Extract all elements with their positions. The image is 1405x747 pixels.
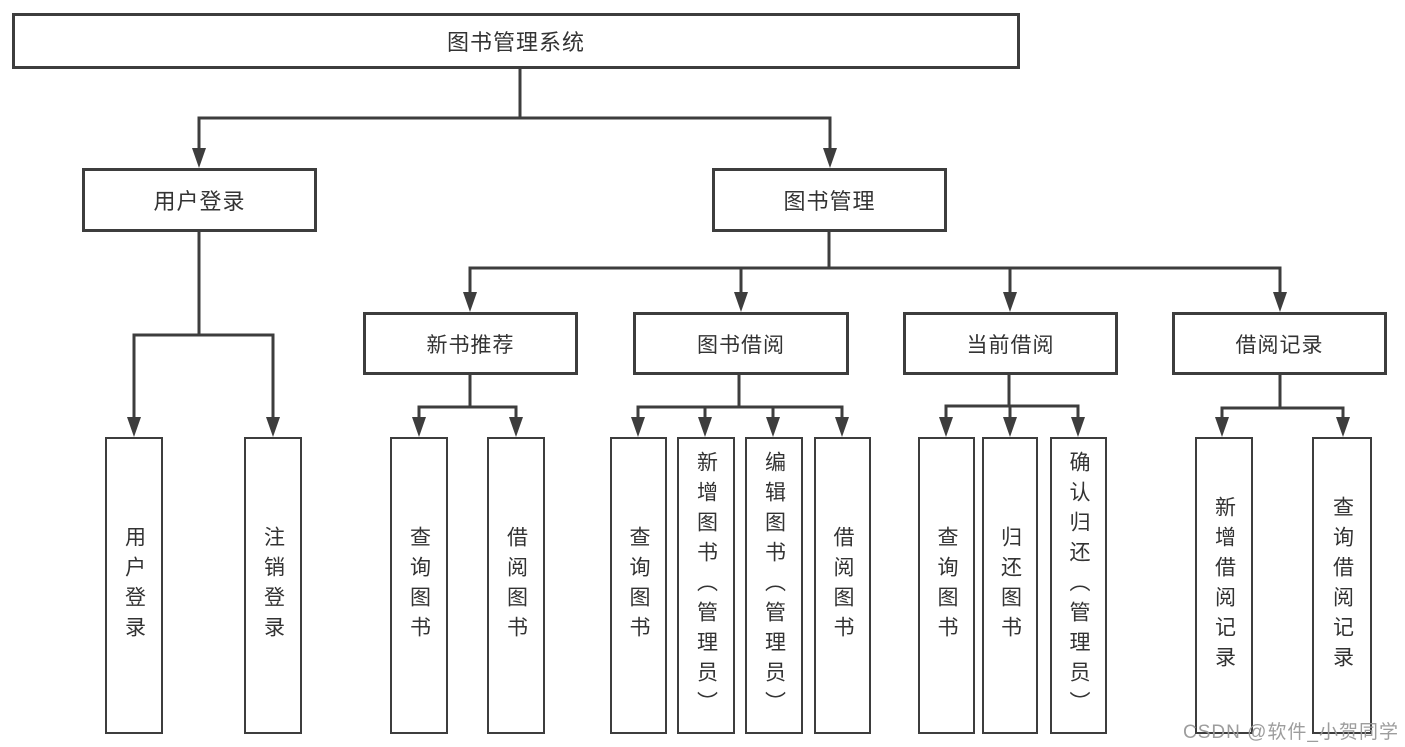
leaf-borrow-books: 借阅图书: [814, 437, 871, 734]
node-current-borrow: 当前借阅: [903, 312, 1118, 375]
leaf-label: 用户登录: [122, 525, 146, 646]
leaf-user-login: 用户登录: [105, 437, 163, 734]
leaf-borrow-books-recommend: 借阅图书: [487, 437, 545, 734]
node-new-book-recommend: 新书推荐: [363, 312, 578, 375]
leaf-label: 编辑图书（管理员）: [762, 450, 786, 721]
leaf-label: 查询图书: [407, 525, 431, 646]
node-label: 图书借阅: [697, 333, 785, 357]
node-borrow-records: 借阅记录: [1172, 312, 1387, 375]
leaf-label: 借阅图书: [504, 525, 528, 646]
leaf-confirm-return-admin: 确认归还（管理员）: [1050, 437, 1107, 734]
leaf-query-books-recommend: 查询图书: [390, 437, 448, 734]
leaf-label: 查询图书: [627, 525, 650, 646]
leaf-return-books: 归还图书: [982, 437, 1038, 734]
leaf-label: 新增借阅记录: [1212, 495, 1236, 676]
leaf-edit-book-admin: 编辑图书（管理员）: [745, 437, 803, 734]
node-user-login: 用户登录: [82, 168, 317, 232]
leaf-label: 确认归还（管理员）: [1067, 450, 1090, 721]
leaf-query-books-current: 查询图书: [918, 437, 975, 734]
leaf-label: 查询借阅记录: [1330, 495, 1354, 676]
leaf-label: 新增图书（管理员）: [694, 450, 718, 721]
node-label: 图书管理: [783, 189, 876, 214]
leaf-query-borrow-record: 查询借阅记录: [1312, 437, 1372, 734]
leaf-label: 查询图书: [935, 525, 958, 646]
leaf-label: 借阅图书: [831, 525, 854, 646]
leaf-logout: 注销登录: [244, 437, 302, 734]
node-book-borrow: 图书借阅: [633, 312, 849, 375]
node-label: 借阅记录: [1235, 333, 1324, 357]
node-library-management-system: 图书管理系统: [12, 13, 1020, 69]
leaf-query-books-borrow: 查询图书: [610, 437, 667, 734]
node-book-management: 图书管理: [712, 168, 947, 232]
node-label: 当前借阅: [966, 333, 1055, 357]
leaf-label: 注销登录: [261, 525, 285, 646]
leaf-add-borrow-record: 新增借阅记录: [1195, 437, 1253, 734]
node-label: 用户登录: [153, 189, 246, 214]
node-label: 新书推荐: [426, 333, 515, 357]
leaf-label: 归还图书: [998, 525, 1022, 646]
csdn-watermark: CSDN @软件_小贺同学: [1183, 722, 1399, 743]
arrowheads: [127, 148, 1350, 437]
leaf-add-book-admin: 新增图书（管理员）: [677, 437, 735, 734]
node-label: 图书管理系统: [446, 30, 585, 55]
